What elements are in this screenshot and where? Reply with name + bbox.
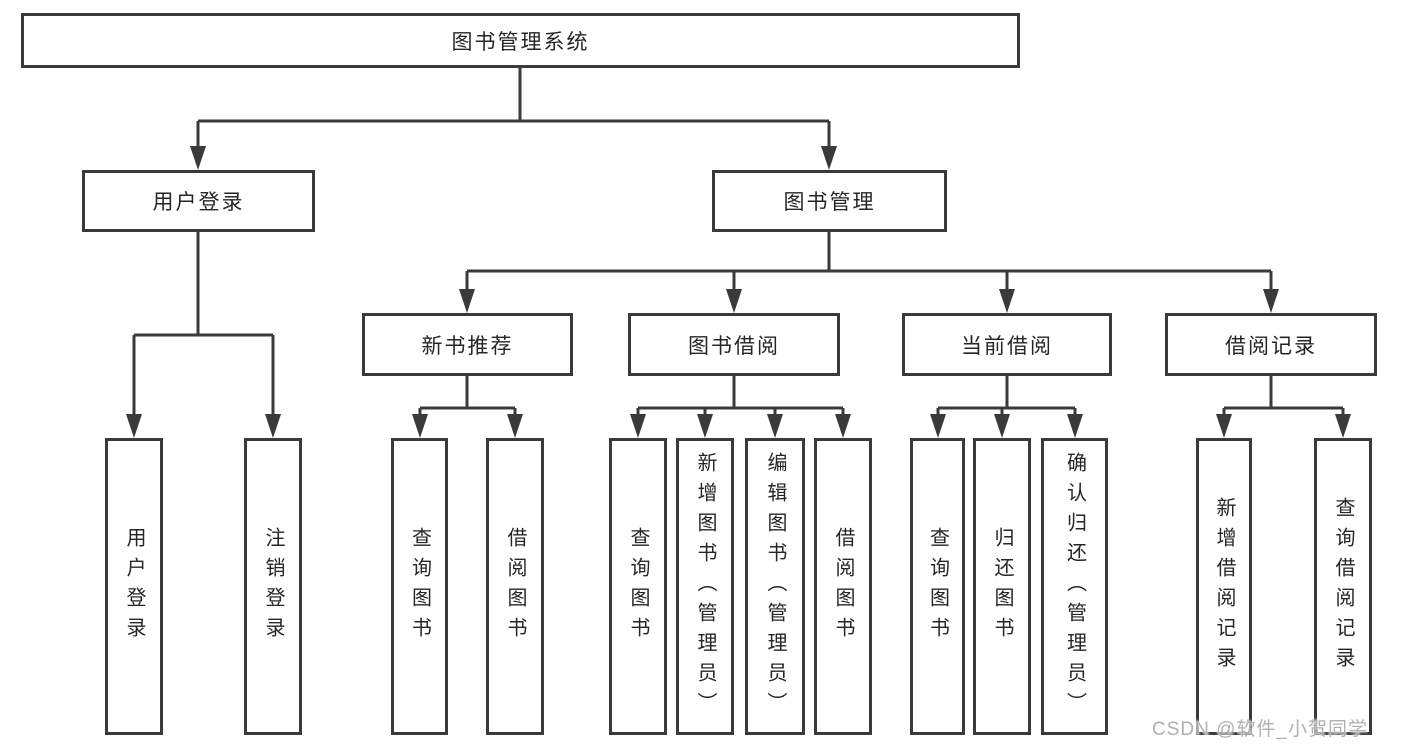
node-book-management: 图书管理: [712, 170, 947, 232]
leaf-query-books-current: 查询图书: [910, 438, 965, 735]
leaf-user-login: 用户登录: [105, 438, 163, 735]
node-book-borrowing: 图书借阅: [628, 313, 840, 376]
node-library-management-system: 图书管理系统: [21, 13, 1020, 68]
node-user-login: 用户登录: [82, 170, 315, 232]
leaf-borrow-books-recommend-label: 借阅图书: [504, 526, 526, 647]
leaf-query-books-recommend: 查询图书: [391, 438, 448, 735]
leaf-user-login-label: 用户登录: [123, 526, 145, 647]
leaf-add-book-admin: 新增图书（管理员）: [676, 438, 734, 735]
leaf-edit-book-admin: 编辑图书（管理员）: [745, 438, 805, 735]
leaf-return-book-label: 归还图书: [991, 526, 1013, 647]
leaf-add-borrow-record: 新增借阅记录: [1196, 438, 1252, 735]
node-new-book-recommend: 新书推荐: [362, 313, 573, 376]
leaf-query-books-recommend-label: 查询图书: [408, 526, 431, 647]
leaf-add-borrow-record-label: 新增借阅记录: [1213, 496, 1235, 677]
leaf-confirm-return-admin-label: 确认归还（管理员）: [1063, 451, 1086, 722]
leaf-logout: 注销登录: [244, 438, 302, 735]
leaf-query-borrow-record-label: 查询借阅记录: [1332, 496, 1354, 677]
node-current-borrowing: 当前借阅: [902, 313, 1112, 376]
node-borrowing-records: 借阅记录: [1165, 313, 1377, 376]
leaf-borrow-books-recommend: 借阅图书: [486, 438, 544, 735]
leaf-borrow-books-borrowing: 借阅图书: [814, 438, 872, 735]
leaf-query-borrow-record: 查询借阅记录: [1314, 438, 1372, 735]
leaf-borrow-books-borrowing-label: 借阅图书: [832, 526, 854, 647]
csdn-watermark: CSDN @软件_小贺同学: [1152, 719, 1368, 740]
leaf-return-book: 归还图书: [973, 438, 1031, 735]
leaf-query-books-borrowing: 查询图书: [609, 438, 667, 735]
leaf-query-books-borrowing-label: 查询图书: [627, 526, 649, 647]
leaf-logout-label: 注销登录: [262, 526, 284, 647]
leaf-confirm-return-admin: 确认归还（管理员）: [1041, 438, 1108, 735]
leaf-query-books-current-label: 查询图书: [926, 526, 949, 647]
leaf-add-book-admin-label: 新增图书（管理员）: [694, 451, 716, 722]
leaf-edit-book-admin-label: 编辑图书（管理员）: [764, 451, 786, 722]
